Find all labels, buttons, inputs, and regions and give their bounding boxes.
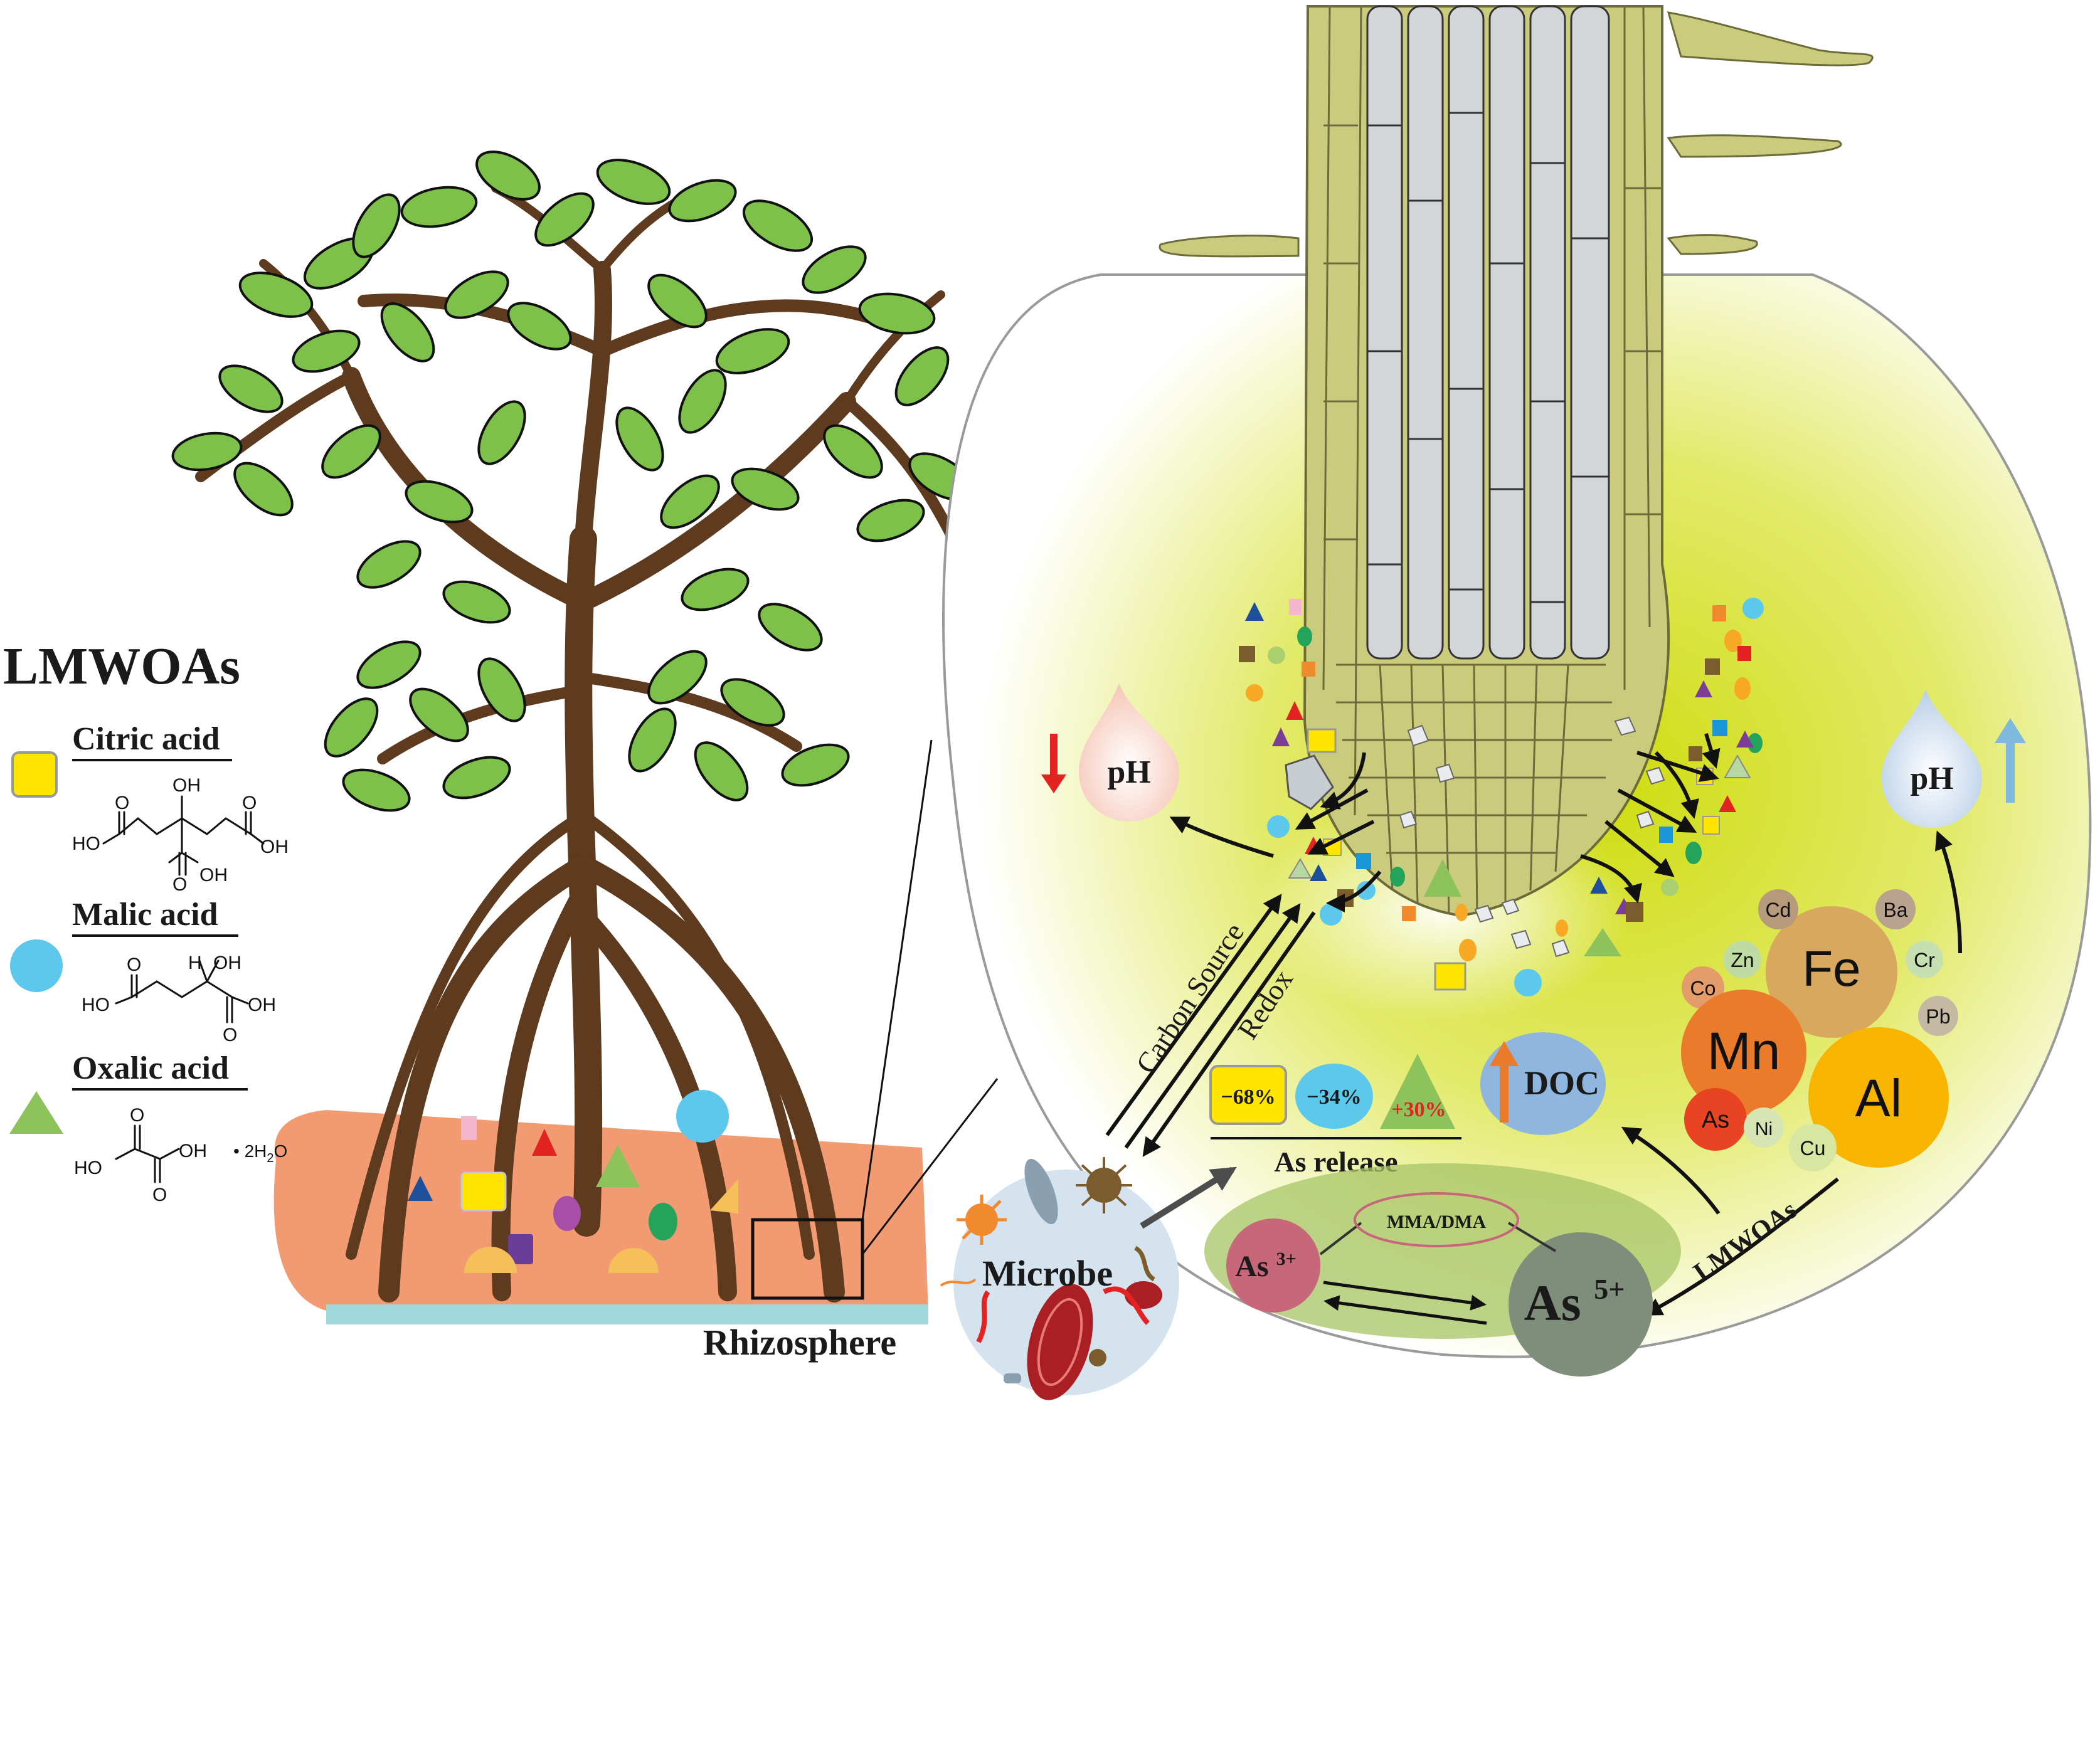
rhizosphere-label: Rhizosphere bbox=[703, 1322, 896, 1363]
ph-up-arrow-icon bbox=[1995, 718, 2026, 743]
metal-cu: Cu bbox=[1800, 1137, 1826, 1160]
malic-oh-top: OH bbox=[213, 953, 241, 973]
oxalic-o-bottom: O bbox=[152, 1185, 167, 1205]
oxalic-acid-structure: HO O OH O • 2H2O bbox=[74, 1105, 287, 1205]
doc-up-arrow-icon bbox=[1490, 1041, 1519, 1066]
citric-o-left: O bbox=[115, 793, 129, 813]
microbe-label: Microbe bbox=[982, 1253, 1113, 1294]
metal-mn: Mn bbox=[1707, 1022, 1781, 1081]
as-release-group: −68% −34% +30% As release bbox=[1209, 1054, 1461, 1178]
soil-mound bbox=[273, 1110, 928, 1311]
oxalic-hydrate: • 2H bbox=[233, 1141, 267, 1161]
malic-h: H bbox=[188, 953, 202, 973]
doc-group: DOC bbox=[1480, 1032, 1606, 1135]
citric-effect-box bbox=[1209, 1065, 1287, 1125]
as5-label: As bbox=[1524, 1274, 1581, 1331]
ph-down-arrow-icon bbox=[1041, 774, 1066, 793]
citric-effect-value: −68% bbox=[1221, 1086, 1275, 1109]
svg-text:As 3+: As 3+ bbox=[1235, 1249, 1296, 1283]
metal-ni: Ni bbox=[1755, 1119, 1773, 1139]
oxalic-effect-value: +30% bbox=[1391, 1098, 1446, 1121]
mma-dma-label: MMA/DMA bbox=[1387, 1212, 1487, 1232]
metal-pb: Pb bbox=[1926, 1005, 1950, 1028]
ph-left-label: pH bbox=[1107, 754, 1150, 790]
mangrove-tree-illustration bbox=[171, 151, 999, 1324]
doc-label: DOC bbox=[1524, 1064, 1599, 1102]
citric-acid-symbol bbox=[11, 751, 58, 798]
malic-acid-structure: H OH HO O OH O bbox=[82, 953, 276, 1045]
citric-acid-name: Citric acid bbox=[72, 721, 220, 757]
svg-text:As 5+: As 5+ bbox=[1524, 1273, 1625, 1331]
lmwoas-legend: LMWOAs Citric acid OH HO O O OH O OH Mal… bbox=[3, 637, 289, 1205]
malic-effect-circle bbox=[1295, 1064, 1373, 1129]
malic-effect-value: −34% bbox=[1307, 1086, 1361, 1109]
metal-cluster: Fe Mn Al Cd Ba Zn Cr Co Pb As Ni Cu bbox=[1681, 889, 1958, 1171]
malic-acid-name: Malic acid bbox=[72, 897, 218, 933]
as3-charge: 3+ bbox=[1276, 1249, 1297, 1269]
malic-o-left: O bbox=[127, 954, 141, 975]
microbe-group: Microbe bbox=[940, 1157, 1179, 1400]
root-tip bbox=[1159, 5, 1874, 917]
mma-dma-ellipse bbox=[1354, 1192, 1519, 1247]
root-exudate-particles bbox=[1239, 598, 1764, 996]
as3-label: As bbox=[1235, 1250, 1268, 1283]
citric-oh-right: OH bbox=[260, 837, 289, 857]
metal-co: Co bbox=[1690, 977, 1716, 1000]
ph-increase-group: pH bbox=[1882, 690, 2026, 954]
citric-o-right: O bbox=[242, 793, 257, 813]
oxalic-oh-right: OH bbox=[179, 1141, 207, 1161]
oxalic-o-top: O bbox=[130, 1105, 144, 1126]
rhizosphere-zoom-panel: pH pH Fe Mn bbox=[940, 5, 2092, 1400]
as5-charge: 5+ bbox=[1594, 1273, 1625, 1305]
citric-ho-left: HO bbox=[72, 833, 100, 854]
malic-oh-right: OH bbox=[248, 995, 276, 1015]
oxalic-acid-symbol bbox=[9, 1091, 63, 1134]
ph-decrease-group: pH bbox=[1041, 684, 1274, 858]
metal-as: As bbox=[1702, 1107, 1729, 1133]
oxalic-hydrate-end: O bbox=[274, 1141, 288, 1161]
citric-acid-structure: OH HO O O OH O OH bbox=[72, 775, 289, 895]
rhizosphere-zoom-box bbox=[751, 1218, 864, 1300]
arsenic-species-group: MMA/DMA As 3+ As 5+ bbox=[1204, 1163, 1681, 1377]
metal-fe: Fe bbox=[1802, 941, 1860, 996]
oxalic-acid-name: Oxalic acid bbox=[72, 1050, 229, 1086]
legend-title: LMWOAs bbox=[3, 637, 240, 695]
malic-acid-symbol bbox=[10, 939, 63, 992]
water-line bbox=[326, 1304, 928, 1324]
metal-al: Al bbox=[1855, 1069, 1902, 1128]
oxalic-hydrate-sub: 2 bbox=[267, 1151, 273, 1165]
ph-right-label: pH bbox=[1910, 761, 1953, 796]
metal-ba: Ba bbox=[1883, 899, 1907, 921]
citric-o-bottom: O bbox=[172, 874, 187, 895]
svg-text:• 2H2O: • 2H2O bbox=[233, 1141, 287, 1165]
soil-particles bbox=[408, 1090, 738, 1273]
oxalic-effect-triangle bbox=[1380, 1054, 1455, 1129]
metal-cr: Cr bbox=[1914, 949, 1935, 971]
citric-oh-bottom: OH bbox=[199, 865, 228, 885]
oxalic-ho-left: HO bbox=[74, 1158, 102, 1178]
metal-cd: Cd bbox=[1766, 899, 1791, 921]
metal-zn: Zn bbox=[1731, 949, 1754, 971]
malic-o-bottom: O bbox=[223, 1025, 237, 1045]
citric-oh-top: OH bbox=[172, 775, 201, 796]
malic-ho-left: HO bbox=[82, 995, 110, 1015]
